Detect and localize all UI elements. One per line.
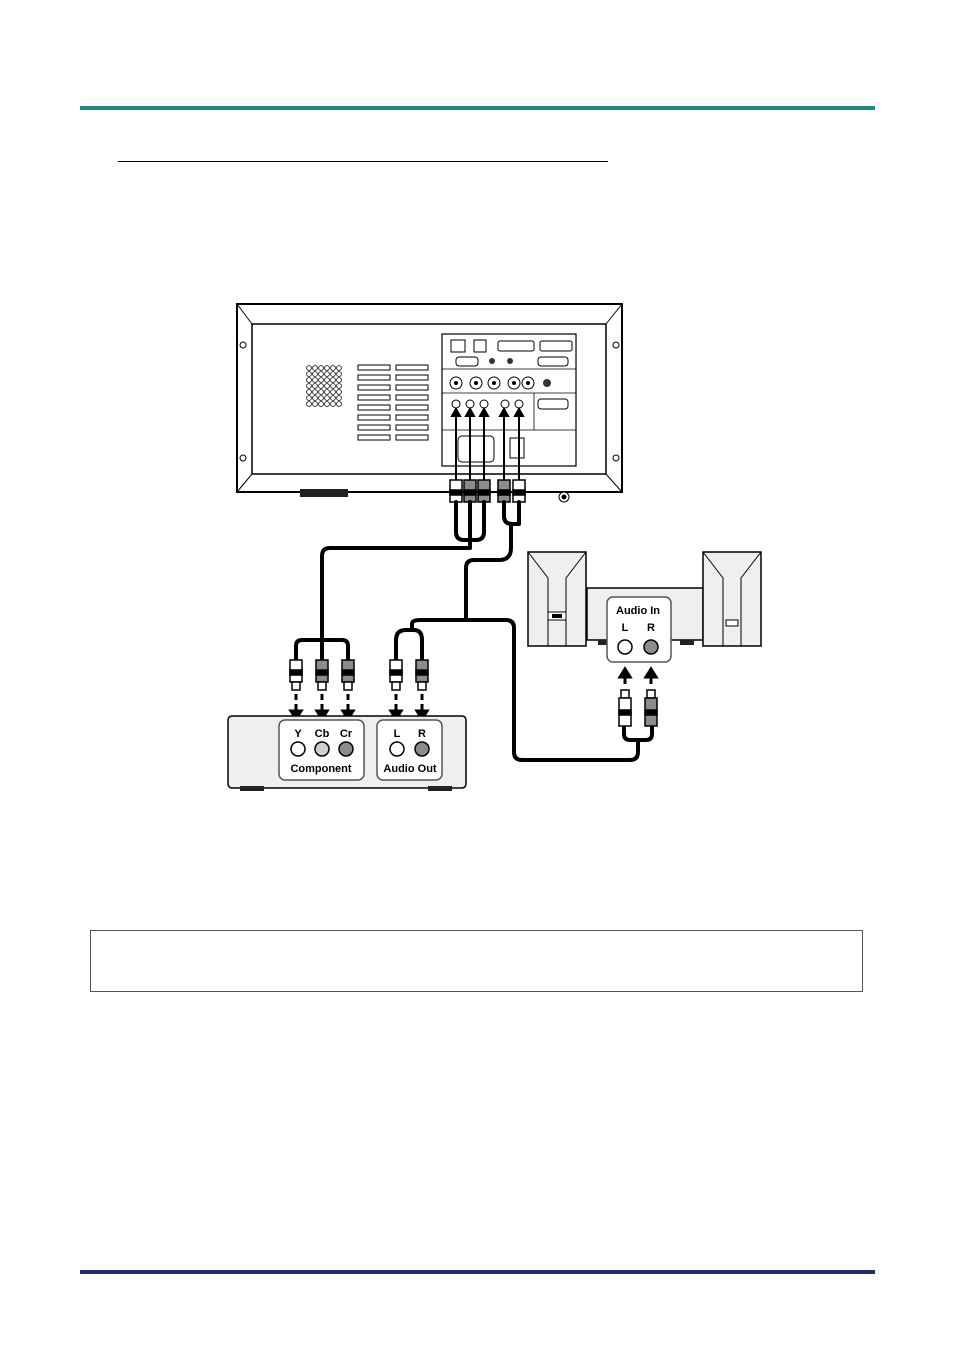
note-box <box>90 930 863 992</box>
footer-rule <box>80 1270 875 1274</box>
left-speaker <box>528 552 586 646</box>
audio-in-r-label: R <box>647 622 655 634</box>
speaker-up-arrows <box>620 669 656 684</box>
audio-in-l-label: L <box>622 622 629 634</box>
component-y-label: Y <box>294 728 302 740</box>
jack-audio-in-l <box>618 640 632 654</box>
audio-out-r-label: R <box>418 728 426 740</box>
right-speaker <box>703 552 761 646</box>
jack-cr <box>339 742 353 756</box>
audio-out-l-label: L <box>394 728 401 740</box>
component-cb-label: Cb <box>315 728 330 740</box>
component-group-label: Component <box>290 763 351 775</box>
speaker-pair-icon: Audio In L R <box>528 552 761 662</box>
adjust-foot-icon <box>559 492 569 502</box>
jack-audio-out-r <box>415 742 429 756</box>
jack-y <box>291 742 305 756</box>
io-panel <box>442 334 576 466</box>
audio-in-group-label: Audio In <box>616 605 660 617</box>
source-plugs <box>290 660 428 690</box>
projector-plug-bodies <box>450 480 525 502</box>
speaker-plugs <box>619 690 657 726</box>
audio-out-group-label: Audio Out <box>383 763 436 775</box>
jack-cb <box>315 742 329 756</box>
av-source-device-icon: Y Cb Cr Component L R Audio Out <box>228 716 466 791</box>
jack-audio-out-l <box>390 742 404 756</box>
projector-rear-panel-icon <box>237 304 622 497</box>
component-cr-label: Cr <box>340 728 353 740</box>
jack-audio-in-r <box>644 640 658 654</box>
